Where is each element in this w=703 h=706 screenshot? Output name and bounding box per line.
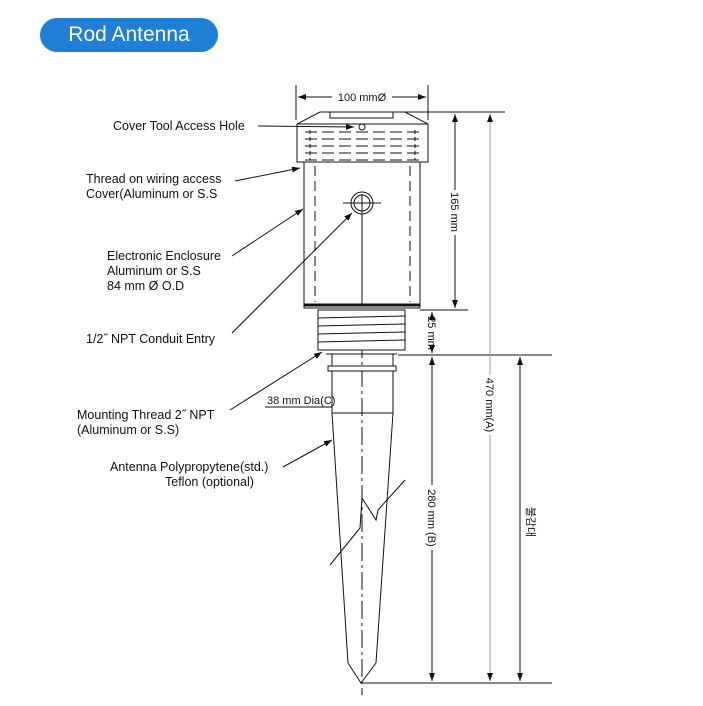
label-cover-tool: Cover Tool Access Hole <box>113 119 245 133</box>
label-enclosure-1: Electronic Enclosure <box>107 249 221 263</box>
title-badge: Rod Antenna <box>40 18 218 52</box>
label-antenna-2: Teflon (optional) <box>165 475 254 489</box>
mounting-thread <box>317 309 406 355</box>
dim-dead-zone: 불감대 <box>524 507 537 537</box>
label-mounting-1: Mounting Thread 2˝ NPT <box>77 408 215 422</box>
label-thread-2: Cover(Aluminum or S.S <box>86 187 217 201</box>
dim-470: 470 mm(A) <box>483 378 495 432</box>
antenna-rod <box>331 412 394 684</box>
dim-25: 25 mm <box>425 316 437 350</box>
width-dimension <box>295 85 429 120</box>
label-enclosure-2: Aluminum or S.S <box>107 264 201 278</box>
label-conduit: 1/2˝ NPT Conduit Entry <box>86 332 216 346</box>
antenna-neck <box>327 353 397 414</box>
label-thread-1: Thread on wiring access <box>86 172 221 186</box>
dim-165: 165 mm <box>448 192 460 232</box>
label-enclosure-3: 84 mm Ø O.D <box>107 279 184 293</box>
cover <box>296 111 429 163</box>
dim-280: 280 mm (B) <box>425 489 437 546</box>
break-symbol <box>329 479 406 566</box>
label-mounting-2: (Aluminum or S.S) <box>77 423 179 437</box>
enclosure <box>303 161 421 309</box>
dim-width: 100 mmØ <box>338 92 387 104</box>
label-antenna-1: Antenna Polypropytene(std.) <box>110 460 268 474</box>
dim-neck: 38 mm Dia(C) <box>267 395 335 407</box>
